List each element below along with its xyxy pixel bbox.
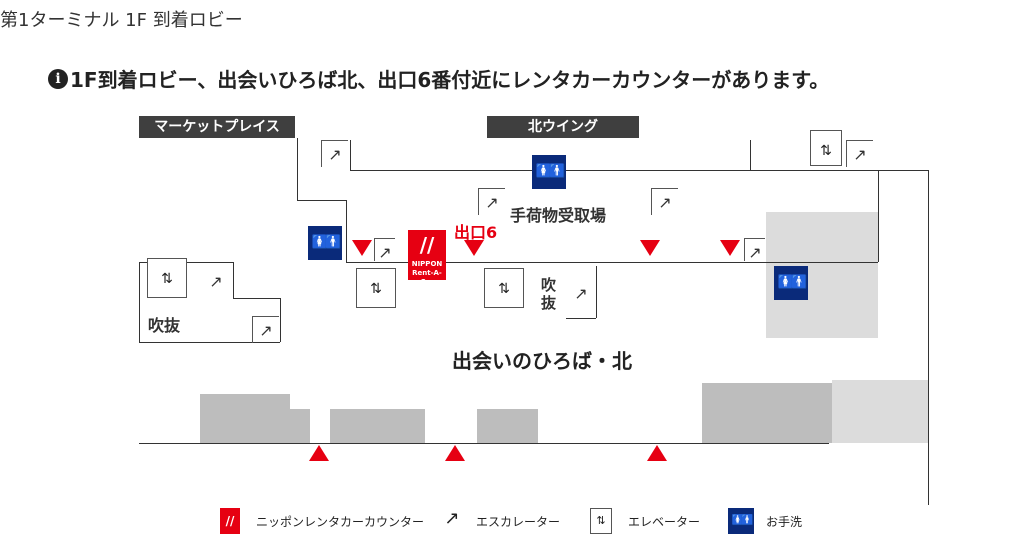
wall: [878, 170, 879, 262]
elevator-icon: ⇅: [356, 268, 396, 308]
wall: [346, 200, 347, 262]
fukinuke-label: 吹 抜: [541, 276, 557, 312]
north-wing-label: 北ウイング: [487, 116, 639, 138]
escalator-icon: ↗: [744, 238, 765, 261]
legend-label: ニッポンレンタカーカウンター: [256, 514, 425, 529]
elevator-icon: ⇅: [147, 258, 187, 298]
legend-label: お手洗: [766, 514, 803, 529]
page-title: 第1ターミナル 1F 到着ロビー: [0, 10, 243, 31]
escalator-icon: ↗: [651, 188, 678, 215]
legend-label: エレベーター: [628, 514, 701, 529]
elevator-icon: ⇅: [484, 268, 524, 308]
restroom-icon: 🚺🚹: [728, 508, 755, 534]
nippon-logo-text: NIPPON Rent-A-Car: [411, 260, 443, 280]
escalator-icon: ↗: [478, 188, 505, 215]
wall: [297, 138, 298, 200]
escalator-icon: ↗: [321, 140, 348, 167]
wall: [139, 443, 829, 444]
exit-label: 出口6: [454, 223, 498, 242]
escalator-icon: ↗: [209, 272, 223, 291]
baggage-claim-label: 手荷物受取場: [510, 206, 607, 225]
wall: [750, 140, 751, 170]
marketplace-label: マーケットプレイス: [139, 116, 295, 138]
restroom-icon: 🚺🚹: [774, 266, 808, 300]
wall: [139, 342, 280, 343]
area-block: [200, 394, 290, 443]
legend-label: エスカレーター: [476, 514, 561, 529]
notice-text: 1F到着ロビー、出会いひろば北、出口6番付近にレンタカーカウンターがあります。: [70, 68, 830, 92]
escalator-icon: ↗: [846, 140, 873, 167]
exit-arrow-icon: [309, 445, 329, 461]
nippon-logo-icon: //: [419, 233, 435, 257]
area-block: [290, 409, 310, 443]
area-block: [477, 409, 538, 443]
nippon-rentacar-counter[interactable]: // NIPPON Rent-A-Car: [408, 230, 446, 280]
exit-arrow-icon: [640, 240, 660, 256]
exit-arrow-icon: [720, 240, 740, 256]
restroom-icon: 🚺🚹: [308, 226, 342, 260]
area-block: [702, 383, 832, 443]
wall: [297, 200, 347, 201]
escalator-icon: ↗: [444, 508, 460, 529]
wall: [346, 262, 878, 263]
escalator-icon: ↗: [574, 284, 588, 303]
exit-arrow-icon: [647, 445, 667, 461]
elevator-icon: ⇅: [810, 130, 842, 166]
nippon-rentacar-icon: //: [220, 508, 240, 534]
exit-arrow-icon: [352, 240, 372, 256]
wall: [139, 262, 140, 342]
wall: [596, 266, 597, 318]
area-block: [832, 380, 928, 443]
escalator-icon: ↗: [252, 316, 279, 343]
wall: [350, 170, 928, 171]
restroom-icon: 🚺🚹: [532, 155, 566, 189]
elevator-icon: ⇅: [590, 508, 613, 534]
wall: [928, 170, 929, 505]
exit-arrow-icon: [445, 445, 465, 461]
info-icon: i: [48, 68, 68, 89]
exit-arrow-icon: [464, 240, 484, 256]
legend: // ニッポンレンタカーカウンター ↗ エスカレーター ⇅ エレベーター 🚺🚹 …: [220, 508, 802, 534]
plaza-label: 出会いのひろば・北: [452, 349, 632, 373]
wall: [350, 140, 351, 170]
fukinuke-label: 吹抜: [148, 316, 181, 335]
wall: [280, 298, 281, 342]
escalator-icon: ↗: [374, 238, 395, 261]
wall: [566, 318, 596, 319]
wall: [233, 298, 280, 299]
wall: [233, 262, 234, 298]
area-block: [330, 409, 425, 443]
